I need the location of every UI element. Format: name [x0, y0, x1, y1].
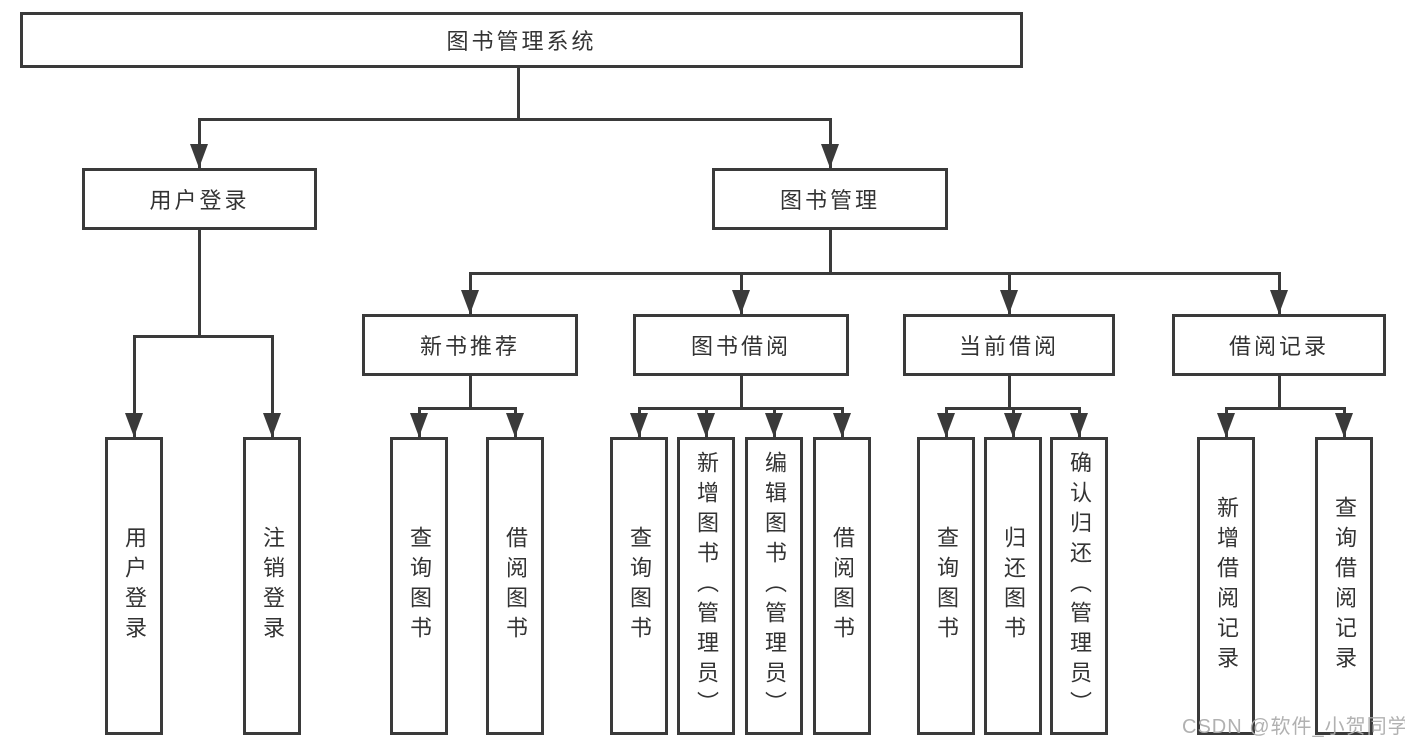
connector-line [828, 118, 832, 168]
csdn-watermark: CSDN @软件_小贺同学 [1182, 716, 1405, 738]
connector-line [1224, 407, 1346, 410]
connector-line [468, 376, 472, 407]
connector-line [828, 230, 832, 272]
connector-line [468, 272, 1281, 275]
node-book-management: 图书管理 [712, 168, 948, 230]
node-leaf-borrow-books: 借阅图书 [813, 437, 871, 735]
connector-line [739, 376, 743, 407]
node-leaf-query-books-recommend: 查询图书 [390, 437, 448, 735]
node-user-login-group: 用户登录 [82, 168, 317, 230]
connector-line [1277, 376, 1281, 407]
arrow-down-icon [1000, 290, 1018, 314]
node-borrow-records: 借阅记录 [1172, 314, 1386, 376]
connector-line [197, 230, 201, 335]
node-leaf-borrow-books-recommend: 借阅图书 [486, 437, 544, 735]
node-leaf-return-books: 归还图书 [984, 437, 1042, 735]
arrow-down-icon [410, 413, 428, 437]
node-leaf-add-borrow-record: 新增借阅记录 [1197, 437, 1255, 735]
arrow-down-icon [461, 290, 479, 314]
node-leaf-add-books-admin: 新增图书（管理员） [677, 437, 735, 735]
connector-line [132, 335, 274, 338]
connector-line [197, 118, 832, 121]
arrow-down-icon [506, 413, 524, 437]
node-leaf-user-login: 用户登录 [105, 437, 163, 735]
arrow-down-icon [630, 413, 648, 437]
arrow-down-icon [833, 413, 851, 437]
arrow-down-icon [821, 144, 839, 168]
node-current-borrow: 当前借阅 [903, 314, 1115, 376]
arrow-down-icon [1070, 413, 1088, 437]
connector-line [132, 335, 136, 437]
arrow-down-icon [1270, 290, 1288, 314]
node-leaf-confirm-return-admin: 确认归还（管理员） [1050, 437, 1108, 735]
connector-line [637, 407, 844, 410]
arrow-down-icon [732, 290, 750, 314]
arrow-down-icon [190, 144, 208, 168]
connector-line [1007, 376, 1011, 407]
arrow-down-icon [125, 413, 143, 437]
arrow-down-icon [1335, 413, 1353, 437]
node-library-management-system: 图书管理系统 [20, 12, 1023, 68]
connector-line [516, 68, 520, 118]
arrow-down-icon [937, 413, 955, 437]
connector-line [197, 118, 201, 168]
connector-line [270, 335, 274, 437]
arrow-down-icon [1004, 413, 1022, 437]
arrow-down-icon [1217, 413, 1235, 437]
node-leaf-query-books-current: 查询图书 [917, 437, 975, 735]
arrow-down-icon [263, 413, 281, 437]
node-new-book-recommend: 新书推荐 [362, 314, 578, 376]
arrow-down-icon [765, 413, 783, 437]
connector-line [417, 407, 517, 410]
node-leaf-query-books-borrow: 查询图书 [610, 437, 668, 735]
node-book-borrow: 图书借阅 [633, 314, 849, 376]
node-leaf-logout: 注销登录 [243, 437, 301, 735]
node-leaf-query-borrow-record: 查询借阅记录 [1315, 437, 1373, 735]
node-leaf-edit-books-admin: 编辑图书（管理员） [745, 437, 803, 735]
arrow-down-icon [697, 413, 715, 437]
